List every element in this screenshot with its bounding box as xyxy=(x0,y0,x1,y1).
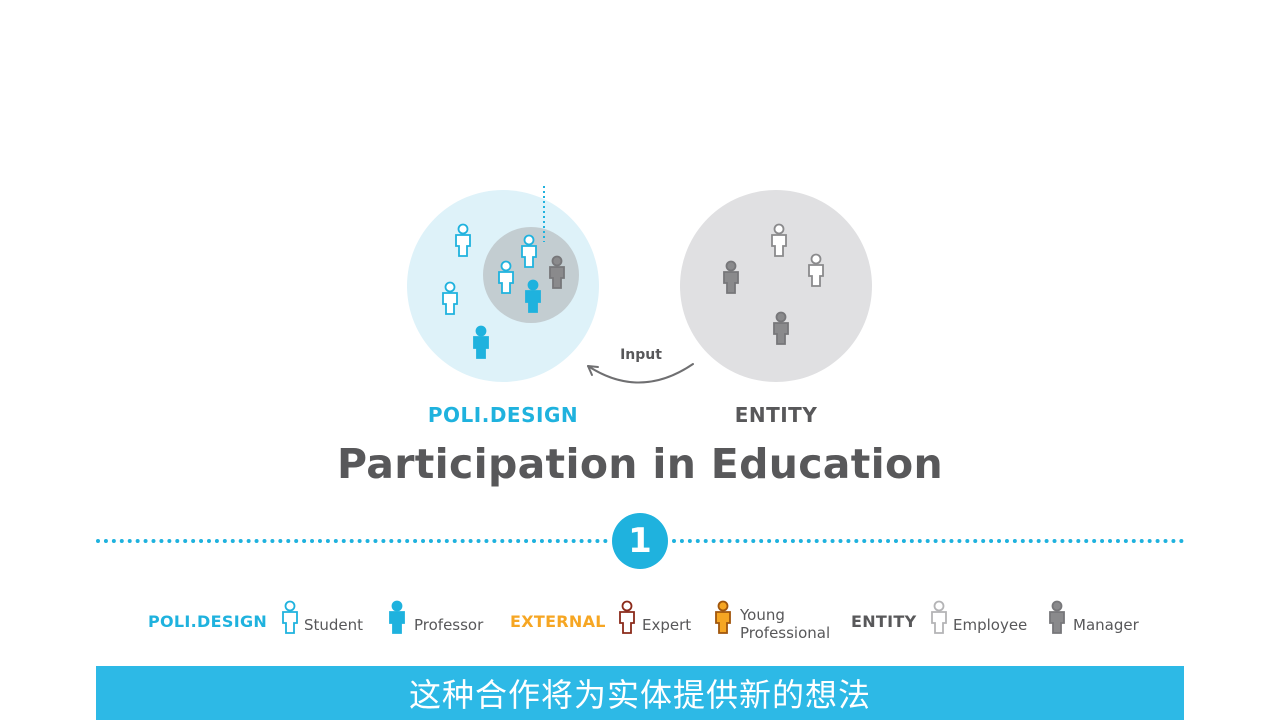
legend-professor-label: Professor xyxy=(414,616,484,634)
input-arrow-label: Input xyxy=(620,347,662,363)
student-person-icon xyxy=(442,281,458,315)
step-divider-left xyxy=(96,539,608,543)
subtitle-caption: 这种合作将为实体提供新的想法 xyxy=(96,666,1184,720)
legend-student-label: Student xyxy=(304,616,364,634)
legend-group-entity: ENTITY xyxy=(851,612,917,631)
legend-group-external: EXTERNAL xyxy=(510,612,606,631)
legend-employee-label: Employee xyxy=(953,616,1028,634)
entity-label: ENTITY xyxy=(734,403,818,427)
poli-inner-circle xyxy=(483,227,579,323)
entity-circle xyxy=(680,190,872,382)
legend: POLI.DESIGN Student Professor EXTERNAL E… xyxy=(0,596,1280,646)
step-number-badge: 1 xyxy=(612,513,668,569)
curved-arrow-icon xyxy=(587,363,694,384)
legend-manager-label: Manager xyxy=(1073,616,1139,634)
step-divider-right xyxy=(672,539,1184,543)
legend-group-poli-design: POLI.DESIGN xyxy=(148,612,268,631)
student-person-icon xyxy=(455,223,471,257)
page-title: Participation in Education xyxy=(337,440,943,488)
legend-young-label: Young xyxy=(740,606,785,624)
poli-design-label: POLI.DESIGN xyxy=(427,403,579,427)
legend-professional-label: Professional xyxy=(740,624,831,642)
student-person-icon xyxy=(498,260,514,294)
legend-expert-label: Expert xyxy=(642,616,692,634)
professor-person-icon xyxy=(473,325,489,359)
